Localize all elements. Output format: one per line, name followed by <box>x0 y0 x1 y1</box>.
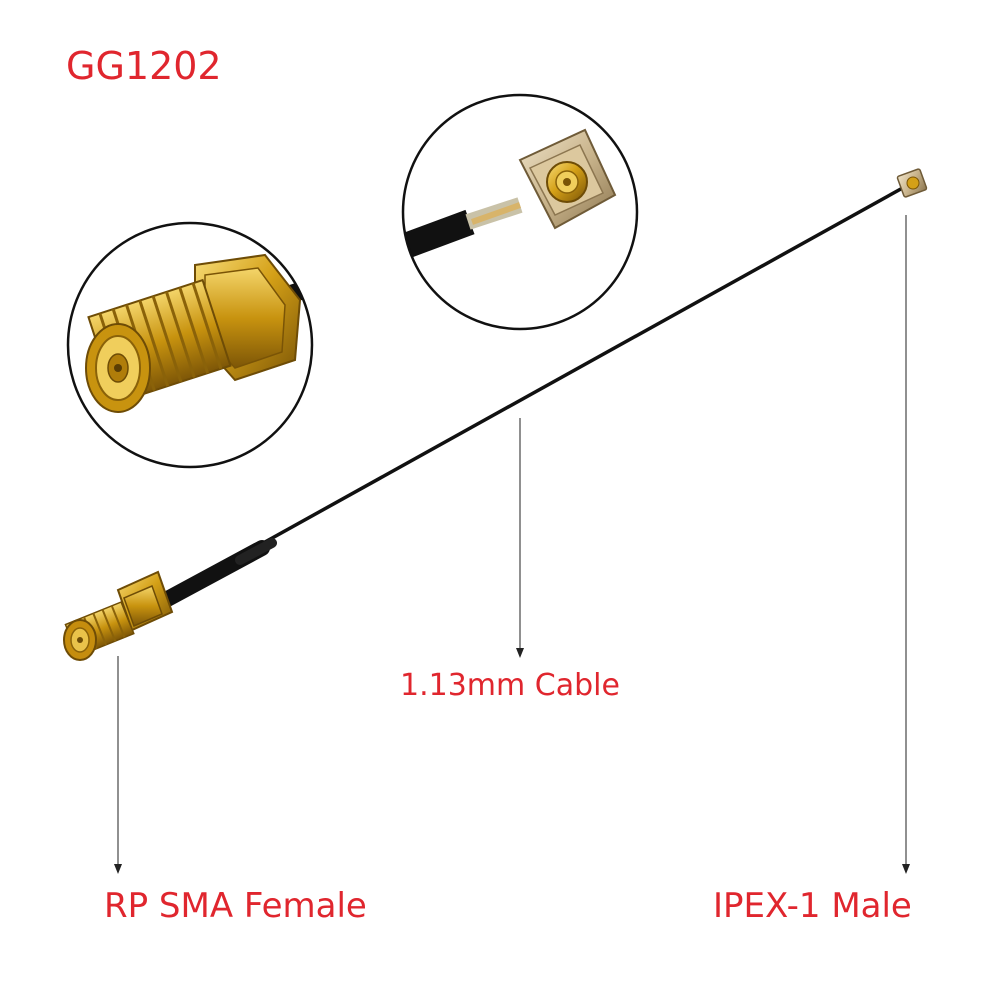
coax-cable <box>152 183 909 611</box>
model-number-label: GG1202 <box>66 44 222 88</box>
rp-sma-connector <box>63 570 174 661</box>
ipex-closeup <box>401 93 639 331</box>
ipex-connector-label: IPEX-1 Male <box>713 886 912 926</box>
sma-closeup <box>66 221 314 469</box>
ipex-connector <box>896 168 928 198</box>
pointer-lines <box>114 215 910 874</box>
sma-connector-label: RP SMA Female <box>104 886 367 926</box>
cable-label: 1.13mm Cable <box>400 668 620 703</box>
